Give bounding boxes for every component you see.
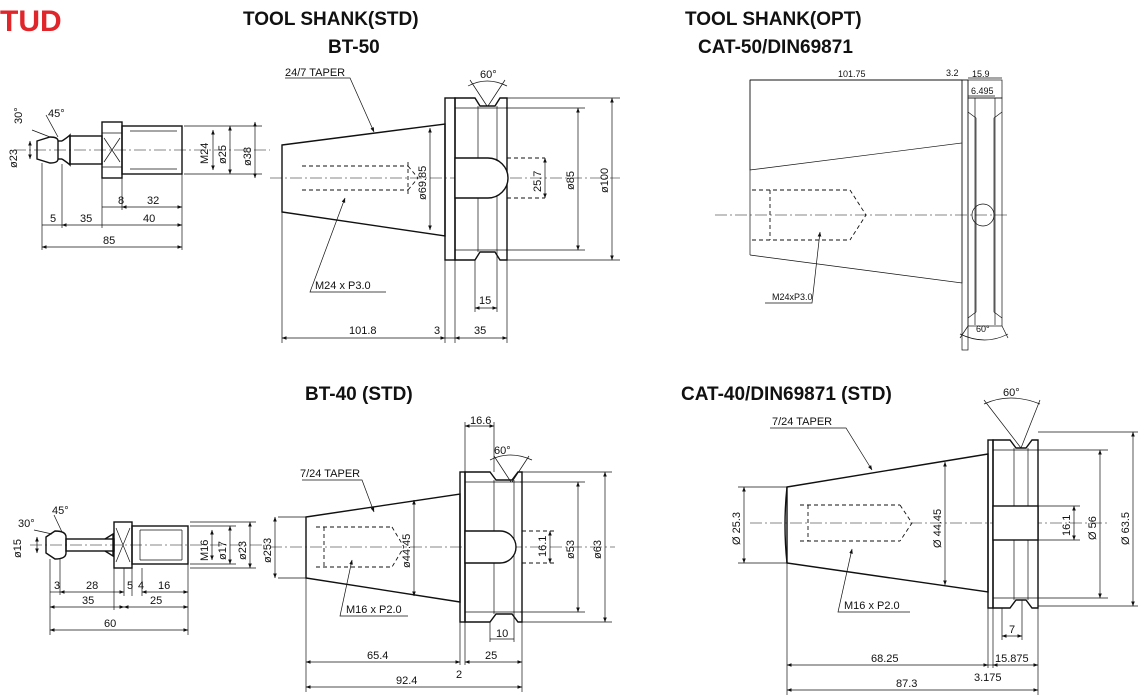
bt50-taper-label: 24/7 TAPER (285, 67, 345, 79)
cat40-len-7: 7 (1009, 624, 1015, 636)
title-cat40: CAT-40/DIN69871 (STD) (681, 384, 892, 405)
cat50-thread: M24xP3.0 (772, 292, 813, 302)
stud50-len-32: 32 (147, 195, 159, 207)
bt40-len-10: 10 (496, 628, 508, 640)
bt40-len-924: 92.4 (396, 675, 417, 687)
bt40-dia-53: ø53 (565, 540, 577, 559)
bt40-len-166: 16.6 (470, 415, 491, 427)
bt40-dia-4445: ø44.45 (401, 534, 413, 568)
cat40-len-6825: 68.25 (871, 653, 899, 665)
stud40-thread-m16: M16 (199, 540, 211, 561)
cat50-len-159: 15.9 (972, 69, 990, 79)
cat40-len-15875: 15.875 (995, 653, 1029, 665)
bt40-len-654: 65.4 (367, 650, 388, 662)
bt40-dia-63: ø63 (592, 540, 604, 559)
bt50-dia-257: 25.7 (532, 171, 544, 192)
stud40-len-5: 5 (127, 580, 133, 592)
bt50-len-1018: 101.8 (349, 325, 377, 337)
stud40-len-60: 60 (104, 618, 116, 630)
bt40-len-25: 25 (485, 650, 497, 662)
cat40-taper-label: 7/24 TAPER (772, 416, 832, 428)
stud40-len-3: 3 (54, 580, 60, 592)
stud40-len-35: 35 (82, 595, 94, 607)
title-bt50-line2: BT-50 (328, 37, 380, 58)
title-cat50-line1: TOOL SHANK(OPT) (685, 9, 862, 30)
stud50-dia-38: ø38 (242, 147, 254, 166)
cat50-angle-60: 60° (976, 324, 990, 334)
stud50-len-5: 5 (50, 213, 56, 225)
bt40-angle-60: 60° (494, 445, 511, 457)
title-cat50-line2: CAT-50/DIN69871 (698, 37, 853, 58)
bt40-thread: M16 x P2.0 (346, 604, 402, 616)
cat40-thread: M16 x P2.0 (844, 600, 900, 612)
stud40-len-28: 28 (86, 580, 98, 592)
stud50-dia-25: ø25 (217, 145, 229, 164)
cat50-shank-drawing (715, 77, 1010, 351)
stud40-angle-30: 30° (18, 518, 35, 530)
cat40-angle-60: 60° (1003, 387, 1020, 399)
cat40-len-3175: 3.175 (974, 672, 1002, 684)
bt50-len-35: 35 (474, 325, 486, 337)
stud50-len-40: 40 (143, 213, 155, 225)
bt50-len-15: 15 (479, 295, 491, 307)
bt40-taper-label: 7/24 TAPER (300, 468, 360, 480)
cat50-len-32: 3.2 (946, 68, 959, 78)
bt50-dia-6985: ø69.85 (417, 166, 429, 200)
stud50-angle-45: 45° (48, 108, 65, 120)
stud40-dia-15: ø15 (12, 539, 24, 558)
stud50-len-85: 85 (103, 235, 115, 247)
cat40-dia-56: Ø 56 (1087, 516, 1099, 540)
stud50-thread-m24: M24 (199, 143, 211, 164)
title-bt40: BT-40 (STD) (305, 384, 413, 405)
stud50-angle-30: 30° (13, 107, 25, 124)
cat40-len-873: 87.3 (896, 678, 917, 690)
stud50-len-8: 8 (118, 195, 124, 207)
bt40-shank-drawing (270, 422, 615, 692)
stud40-angle-45: 45° (52, 505, 69, 517)
stud40-len-25: 25 (150, 595, 162, 607)
cat50-len-6495: 6.495 (971, 86, 994, 96)
bt50-shank-drawing (270, 77, 620, 343)
stud50-len-35: 35 (80, 213, 92, 225)
bt40-dia-253: ø253 (262, 538, 274, 563)
bt50-angle-60: 60° (480, 69, 497, 81)
pull-stud-50-drawing (14, 114, 270, 250)
bt50-len-3: 3 (434, 325, 440, 337)
brand-logo: TUD (0, 5, 62, 38)
cat40-shank-drawing (738, 397, 1138, 695)
cat40-dia-253: Ø 25.3 (731, 512, 743, 545)
stud40-len-4: 4 (138, 580, 144, 592)
cat50-len-10175: 101.75 (838, 69, 866, 79)
bt40-dia-161: 16.1 (537, 536, 549, 557)
stud40-len-16: 16 (158, 580, 170, 592)
bt40-len-2: 2 (456, 669, 462, 681)
bt50-dia-100: ø100 (599, 168, 611, 193)
cat40-dia-4445: Ø 44.45 (932, 509, 944, 548)
cat40-dia-635: Ø 63.5 (1120, 512, 1132, 545)
bt50-thread: M24 x P3.0 (315, 280, 371, 292)
pull-stud-40-drawing (30, 514, 266, 635)
title-bt50-line1: TOOL SHANK(STD) (243, 9, 419, 30)
stud40-dia-17: ø17 (217, 541, 229, 560)
bt50-dia-85: ø85 (565, 171, 577, 190)
stud50-dia-23: ø23 (8, 149, 20, 168)
stud40-dia-23: ø23 (237, 541, 249, 560)
cat40-dia-161: 16.1 (1061, 515, 1073, 536)
